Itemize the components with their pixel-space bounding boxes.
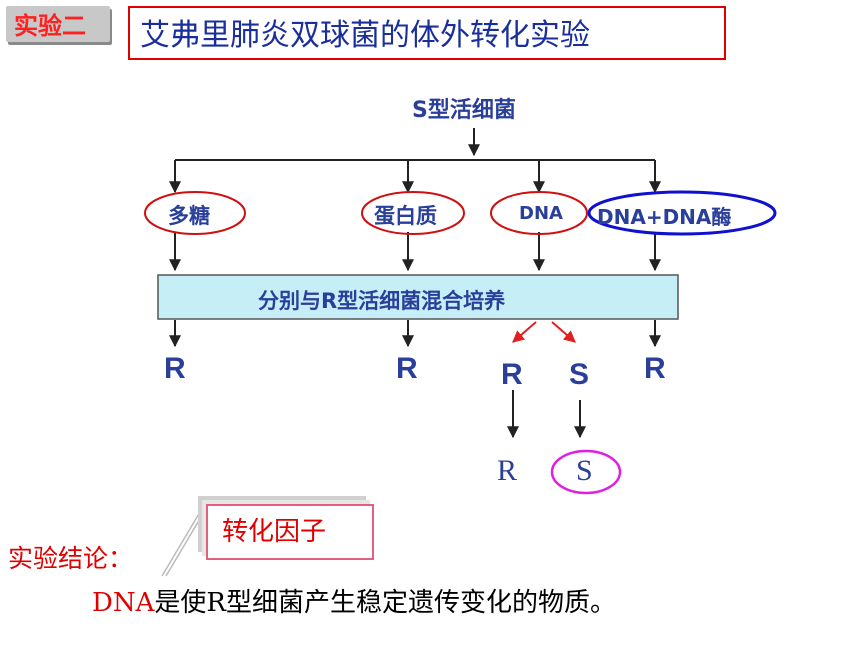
conclusion-text: DNA是使R型细菌产生稳定遗传变化的物质。 [92,582,616,619]
branch-label-polysaccharide: 多糖 [168,204,210,228]
result-r-dna: R [501,358,523,391]
transforming-factor-box [206,504,374,560]
dna-ellipse [490,191,588,235]
final-s-label: S [576,454,593,487]
result-r-protein: R [396,352,418,385]
final-r-label: R [497,454,518,487]
conclusion-sentence: 是使R型细菌产生稳定遗传变化的物质。 [154,588,616,618]
polysaccharide-ellipse [144,191,246,235]
transforming-factor-label: 转化因子 [222,517,327,547]
page-title: 艾弗里肺炎双球菌的体外转化实验 [140,18,590,53]
branch-label-dna: DNA [519,203,563,224]
mix-culture-label: 分别与R型活细菌混合培养 [258,289,506,313]
result-r-dna-dnase: R [644,352,666,385]
result-s-dna: S [569,358,590,391]
final-s-ellipse [550,449,622,495]
diagram-split-arrows [512,321,576,343]
branch-label-protein: 蛋白质 [374,204,437,228]
conclusion-label: 实验结论： [8,544,134,573]
conclusion-dna: DNA [92,588,155,618]
result-r-polysaccharide: R [164,352,186,385]
mix-culture-box [157,274,679,320]
experiment-tag [6,6,110,42]
dna-dnase-ellipse [587,190,777,236]
experiment-tag-label: 实验二 [14,12,86,40]
diagram-arrows [169,128,661,439]
branch-label-dna-dnase: DNA+DNA酶 [597,205,732,229]
source-label: S型活细菌 [412,98,516,123]
title-frame [128,6,726,60]
protein-ellipse [361,191,465,235]
